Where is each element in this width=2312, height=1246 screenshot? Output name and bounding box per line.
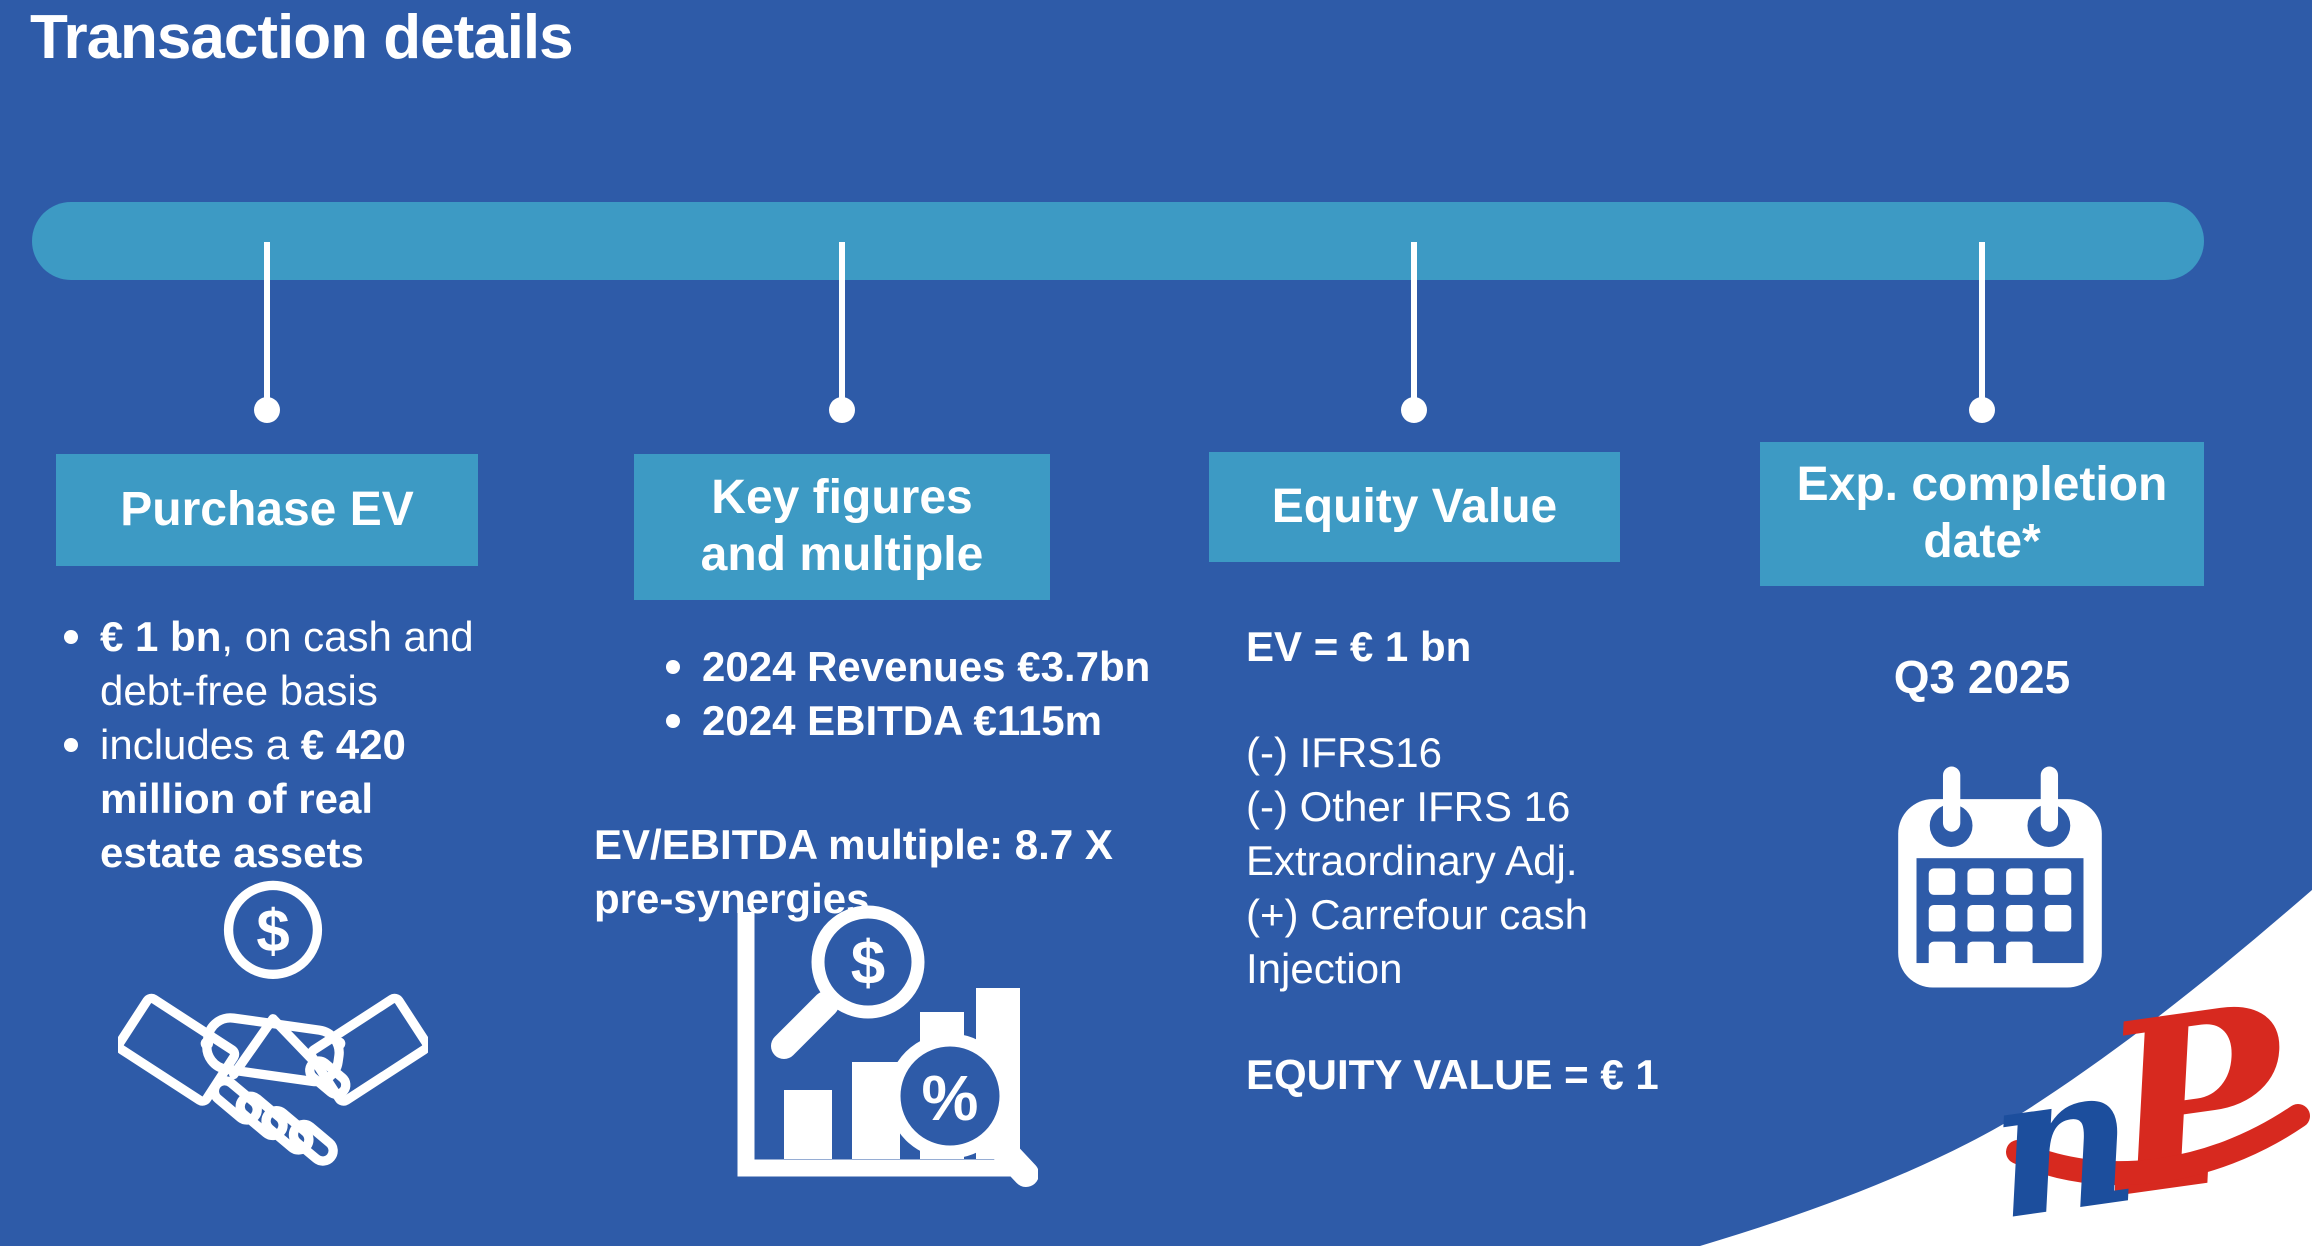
percent-magnifier: % — [887, 1033, 1038, 1187]
header-equity-value: Equity Value — [1209, 452, 1620, 562]
key-figures-list: 2024 Revenues €3.7bn 2024 EBITDA €115m — [660, 640, 1220, 748]
logo-letter-n: n — [1977, 1017, 2149, 1246]
timeline-bar — [32, 202, 2204, 280]
adjustment-line: Injection — [1246, 945, 1403, 992]
equity-value-line: EQUITY VALUE = € 1 — [1246, 1051, 1659, 1098]
adjustment-line: (+) Carrefour cash — [1246, 891, 1588, 938]
timeline-dot — [1401, 397, 1427, 423]
equity-value-breakdown: EV = € 1 bn (-) IFRS16 (-) Other IFRS 16… — [1246, 620, 1676, 1102]
calendar-icon — [1898, 766, 2102, 988]
timeline-connector — [839, 242, 845, 402]
header-line: date* — [1923, 515, 2041, 568]
bullet-dot — [64, 738, 78, 752]
page-title: Transaction details — [30, 3, 574, 72]
sleeve-button — [200, 1037, 214, 1050]
adjustment-line: Extraordinary Adj. — [1246, 837, 1578, 884]
bar-chart-magnifier-icon: $ % — [737, 905, 1038, 1187]
timeline-connector — [1411, 242, 1417, 402]
logo-swash — [2006, 1104, 2310, 1186]
header-line: Exp. completion — [1796, 458, 2168, 512]
adjustment-line: (-) IFRS16 — [1246, 729, 1443, 776]
header-line: Equity Value — [1271, 479, 1558, 533]
dollar-magnifier: $ — [771, 905, 925, 1059]
dollar-glyph: $ — [256, 898, 289, 965]
list-item-text: € 1 bn — [100, 613, 222, 660]
header-line: Purchase EV — [120, 482, 414, 536]
completion-date-value: Q3 2025 — [1893, 651, 2071, 703]
list-item: 2024 Revenues €3.7bn — [660, 640, 1220, 694]
note-line: pre-synergies — [594, 875, 870, 922]
header-line: and multiple — [700, 528, 984, 581]
chart-bar — [784, 1090, 832, 1159]
ev-line: EV = € 1 bn — [1246, 623, 1472, 670]
header-completion-date: Exp. completion date* — [1760, 442, 2204, 586]
sleeve-button — [332, 1037, 346, 1050]
np-logo: P n — [1977, 952, 2310, 1246]
list-item: 2024 EBITDA €115m — [660, 694, 1220, 748]
ev-ebitda-multiple-note: EV/EBITDA multiple: 8.7 X pre-synergies — [594, 818, 1194, 926]
bullet-dot — [666, 660, 680, 674]
header-purchase-ev: Purchase EV — [56, 454, 478, 566]
timeline-dot — [1969, 397, 1995, 423]
adjustment-line: (-) Other IFRS 16 — [1246, 783, 1571, 830]
list-item: includes a € 420 million of real estate … — [58, 718, 506, 880]
corner-swoosh: P n — [1700, 890, 2312, 1246]
timeline-dot — [829, 397, 855, 423]
dollar-glyph: $ — [851, 929, 885, 998]
note-line: EV/EBITDA multiple: 8.7 X — [594, 821, 1113, 868]
list-item-text: 2024 Revenues €3.7bn — [702, 643, 1151, 690]
handshake-dollar-icon: $ — [118, 880, 428, 1166]
list-item-text: € 420 million of real estate assets — [100, 721, 406, 876]
list-item-text: includes a — [100, 721, 301, 768]
list-item-text: , on cash and debt-free basis — [100, 613, 474, 714]
timeline-connector — [1979, 242, 1985, 402]
timeline-dot — [254, 397, 280, 423]
calendar-grid — [1928, 868, 2072, 969]
header-line: Key figures — [711, 471, 973, 525]
purchase-ev-list: € 1 bn, on cash and debt-free basis incl… — [58, 610, 506, 880]
list-item-text: 2024 EBITDA €115m — [702, 697, 1103, 744]
bullet-dot — [666, 714, 680, 728]
chart-axes — [737, 912, 1020, 1177]
timeline-connector — [264, 242, 270, 402]
header-key-figures: Key figures and multiple — [634, 454, 1050, 600]
list-item: € 1 bn, on cash and debt-free basis — [58, 610, 506, 718]
percent-glyph: % — [922, 1062, 979, 1134]
bullet-dot — [64, 630, 78, 644]
